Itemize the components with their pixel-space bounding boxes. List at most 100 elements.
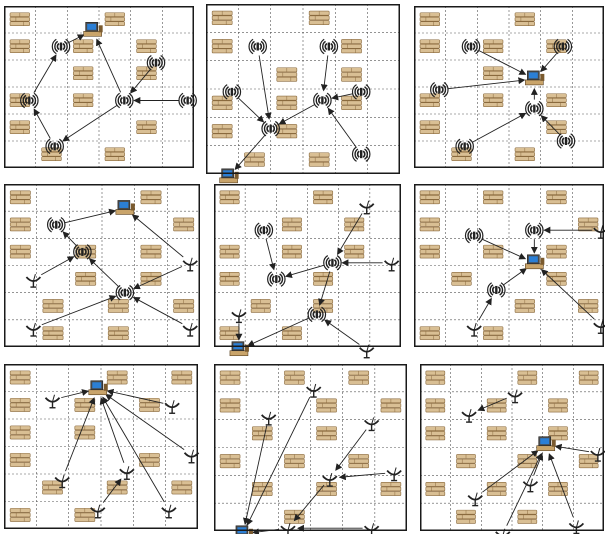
brick-stack-icon [420, 121, 440, 134]
brick-stack-icon [313, 272, 332, 285]
wifi-sensor-icon [116, 285, 133, 299]
sink-computer-icon [525, 71, 544, 85]
dish-sensor-icon [569, 520, 583, 533]
brick-stack-icon [277, 68, 297, 82]
brick-stack-icon [456, 510, 475, 523]
brick-stack-icon [10, 94, 30, 107]
brick-stack-icon [174, 299, 194, 312]
dish-sensor-icon [185, 450, 199, 463]
brick-stack-icon [452, 272, 472, 285]
brick-stack-icon [309, 11, 329, 25]
brick-stack-icon [345, 245, 364, 258]
dish-sensor-icon [385, 258, 399, 271]
brick-stack-icon [487, 427, 506, 440]
sink-computer-icon [525, 255, 544, 269]
brick-stack-icon [105, 148, 125, 161]
brick-stack-icon [10, 218, 30, 231]
brick-stack-icon [381, 482, 401, 495]
brick-stack-icon [487, 482, 506, 495]
brick-stack-icon [483, 67, 503, 80]
dish-sensor-icon [523, 479, 537, 492]
brick-stack-icon [10, 398, 30, 411]
brick-stack-icon [10, 40, 30, 53]
brick-stack-icon [426, 371, 445, 384]
brick-stack-icon [317, 427, 337, 440]
brick-stack-icon [547, 94, 567, 107]
panel-1 [4, 6, 194, 168]
brick-stack-icon [452, 148, 472, 161]
link-arrow [542, 270, 595, 319]
panel-4 [4, 184, 200, 347]
link-arrow [65, 211, 115, 223]
brick-stack-icon [282, 245, 301, 258]
brick-stack-icon [420, 40, 440, 53]
brick-stack-icon [107, 371, 127, 384]
brick-stack-icon [317, 482, 337, 495]
link-arrow [504, 269, 527, 285]
link-arrow [294, 485, 324, 521]
sink-computer-icon [89, 381, 108, 395]
panel-2 [206, 4, 400, 174]
link-arrow [324, 55, 328, 90]
brick-stack-icon [579, 371, 598, 384]
brick-stack-icon [212, 96, 232, 110]
brick-stack-icon [73, 94, 93, 107]
brick-stack-icon [141, 191, 161, 204]
node-layer [465, 223, 605, 336]
brick-stack-icon [220, 327, 239, 340]
brick-stack-icon [76, 272, 96, 285]
brick-stack-icon [220, 371, 240, 384]
brick-stack-icon [137, 121, 157, 134]
link-arrow [541, 53, 557, 71]
wifi-sensor-icon [314, 93, 331, 107]
brick-stack-icon [349, 454, 369, 467]
brick-stack-icon [420, 191, 440, 204]
brick-stack-icon [420, 218, 440, 231]
brick-stack-icon [309, 153, 329, 167]
grid-lines [214, 364, 407, 531]
brick-stack-icon [141, 245, 161, 258]
link-arrow [259, 55, 269, 118]
panel-9 [420, 364, 604, 531]
brick-stack-icon [547, 191, 567, 204]
link-arrow [101, 398, 124, 463]
brick-stack-icon [515, 299, 535, 312]
link-arrow [61, 391, 88, 398]
brick-stack-icon [341, 39, 361, 53]
dish-sensor-icon [360, 201, 374, 214]
brick-stack-icon [172, 371, 192, 384]
brick-stack-icon [515, 13, 535, 26]
link-arrow [448, 80, 524, 89]
dish-sensor-icon [365, 523, 379, 534]
brick-stack-icon [518, 371, 537, 384]
dish-sensor-icon [183, 258, 197, 271]
brick-stack-icon [10, 371, 30, 384]
link-arrow [238, 98, 263, 122]
dish-sensor-icon [307, 384, 321, 397]
brick-stack-icon [483, 94, 503, 107]
brick-stack-icon [10, 13, 30, 26]
panel-5 [214, 184, 401, 347]
brick-stack-icon [483, 327, 503, 340]
sink-computer-icon [220, 169, 239, 183]
brick-stack-icon [43, 299, 63, 312]
edge-layer [448, 51, 559, 143]
dish-sensor-icon [281, 523, 295, 534]
brick-stack-icon [420, 327, 440, 340]
brick-stack-icon [483, 191, 503, 204]
sink-computer-icon [230, 342, 249, 356]
brick-stack-icon [483, 40, 503, 53]
brick-stack-icon [10, 453, 30, 466]
edge-layer [34, 35, 179, 141]
brick-stack-icon [107, 481, 127, 494]
dish-sensor-icon [46, 395, 60, 408]
brick-stack-icon [426, 482, 445, 495]
brick-stack-icon [277, 96, 297, 110]
wifi-sensor-icon [353, 147, 370, 161]
dish-sensor-icon [120, 466, 134, 479]
brick-stack-icon [456, 454, 475, 467]
brick-stack-icon [345, 218, 364, 231]
panel-2-canvas [206, 4, 400, 174]
panel-4-canvas [4, 184, 200, 347]
